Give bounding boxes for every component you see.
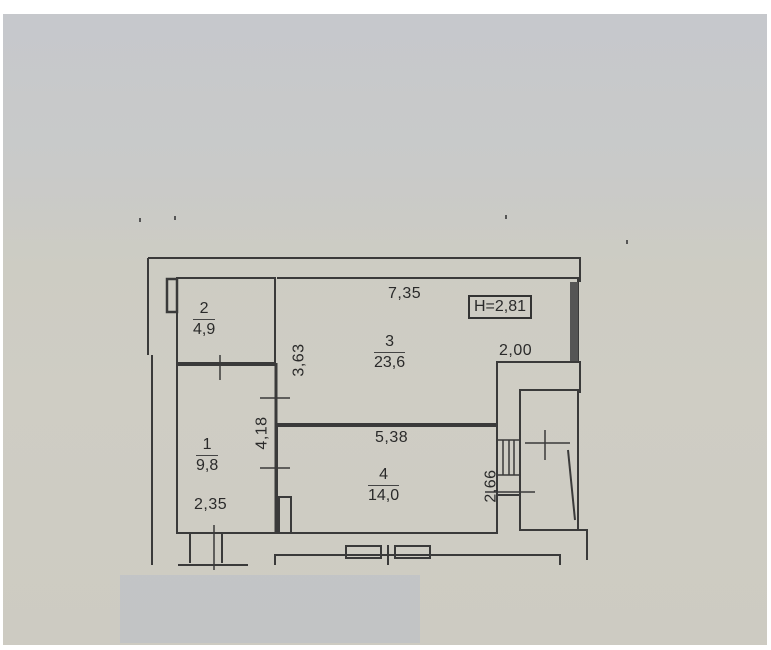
room-3-label: 3 23,6 xyxy=(374,333,406,372)
dim-room1-width: 2,35 xyxy=(194,496,228,513)
dim-room1-height: 4,18 xyxy=(253,416,271,450)
paper-speck xyxy=(139,218,141,222)
dim-room4-width: 5,38 xyxy=(375,429,409,446)
dim-room3-width: 7,35 xyxy=(388,285,422,302)
room-number: 4 xyxy=(368,466,400,486)
paper-speck xyxy=(505,215,507,219)
room-number: 2 xyxy=(193,300,216,320)
ceiling-height-badge: H=2,81 xyxy=(468,295,533,319)
room-area: 23,6 xyxy=(374,354,406,371)
room-2-label: 2 4,9 xyxy=(193,300,216,339)
room-1-label: 1 9,8 xyxy=(196,436,219,475)
room-area: 4,9 xyxy=(193,321,216,338)
room-number: 1 xyxy=(196,436,219,456)
room-area: 14,0 xyxy=(368,487,400,504)
room-area: 9,8 xyxy=(196,457,219,474)
blurred-watermark xyxy=(120,575,420,643)
dim-room4-height: 2,66 xyxy=(482,469,500,503)
room-number: 3 xyxy=(374,333,406,353)
room-4-label: 4 14,0 xyxy=(368,466,400,505)
dim-room3-ledge: 2,00 xyxy=(499,342,533,359)
paper-speck xyxy=(174,216,176,220)
floor-plan-photo xyxy=(3,14,767,645)
dim-room3-height: 3,63 xyxy=(290,343,308,377)
paper-speck xyxy=(626,240,628,244)
